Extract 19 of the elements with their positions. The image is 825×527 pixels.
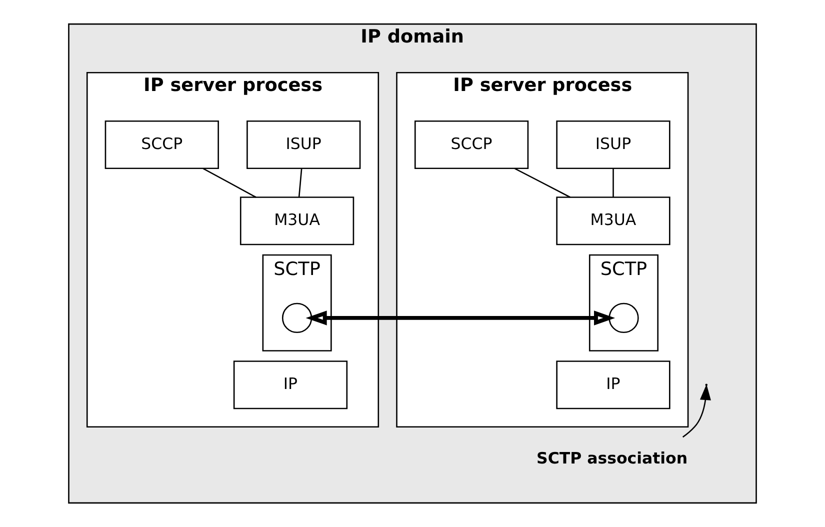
connector (298, 168, 302, 198)
connector (612, 168, 614, 198)
node-box: M3UA (240, 196, 354, 246)
node-box: IP (233, 360, 348, 410)
node-box: SCCP (104, 120, 219, 170)
node-box: ISUP (556, 120, 670, 170)
cluster: SCTP (588, 254, 658, 352)
node-circle (282, 302, 312, 334)
connector (514, 168, 571, 198)
arrow (682, 384, 711, 438)
arrow (306, 310, 616, 326)
cluster: SCTP (262, 254, 332, 352)
node-box: IP (556, 360, 670, 410)
node-box: M3UA (556, 196, 670, 246)
connector (202, 168, 256, 198)
node-box: SCCP (414, 120, 529, 170)
node-text: SCTP association (536, 448, 688, 468)
node-box: ISUP (246, 120, 361, 170)
node-circle (608, 302, 639, 334)
